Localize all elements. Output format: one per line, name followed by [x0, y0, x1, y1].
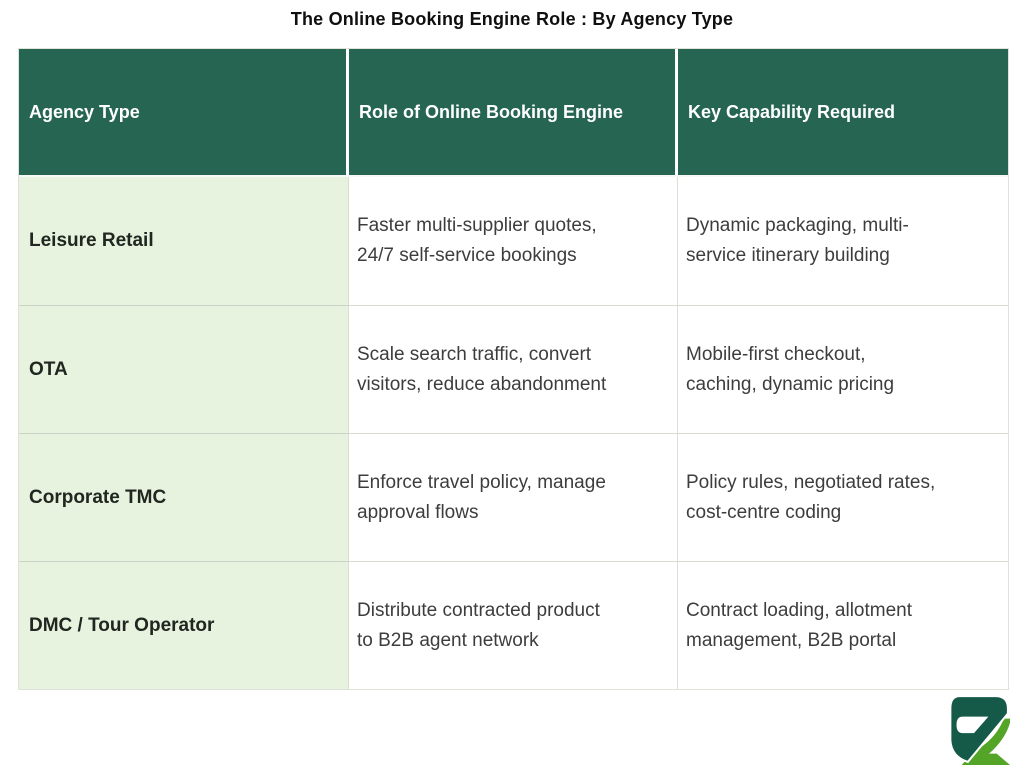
row2-capability-cell: Policy rules, negotiated rates, cost-cen… — [678, 433, 1008, 561]
cell-text: Scale search traffic, convert visitors, … — [357, 343, 607, 395]
row3-role-cell: Distribute contracted product to B2B age… — [349, 561, 678, 689]
header-label: Role of Online Booking Engine — [359, 101, 623, 122]
cell-text: Mobile-first checkout, caching, dynamic … — [686, 343, 895, 395]
row0-label-cell: Leisure Retail — [19, 177, 349, 305]
cell-text: Faster multi-supplier quotes, 24/7 self-… — [357, 215, 597, 266]
row0-capability-cell: Dynamic packaging, multi- service itiner… — [678, 177, 1008, 305]
row1-role-cell: Scale search traffic, convert visitors, … — [349, 305, 678, 433]
page-title: The Online Booking Engine Role : By Agen… — [290, 9, 734, 29]
cell-text: Contract loading, allotment management, … — [686, 599, 913, 651]
cell-text: Policy rules, negotiated rates, cost-cen… — [686, 471, 936, 523]
row2-role-cell: Enforce travel policy, manage approval f… — [349, 433, 678, 561]
row-label: Leisure Retail — [29, 230, 154, 251]
row0-role-cell: Faster multi-supplier quotes, 24/7 self-… — [349, 177, 678, 305]
header-cell-capability: Key Capability Required — [678, 49, 1008, 177]
agency-type-table: Agency Type Role of Online Booking Engin… — [18, 48, 1009, 690]
header-label: Key Capability Required — [688, 101, 896, 122]
row2-label-cell: Corporate TMC — [19, 433, 349, 561]
header-cell-agency-type: Agency Type — [19, 49, 349, 177]
cell-text: Distribute contracted product to B2B age… — [357, 599, 600, 651]
cell-text: Dynamic packaging, multi- service itiner… — [686, 215, 909, 266]
row1-label-cell: OTA — [19, 305, 349, 433]
header-cell-role: Role of Online Booking Engine — [349, 49, 678, 177]
header-label: Agency Type — [29, 101, 140, 122]
row-label: DMC / Tour Operator — [29, 614, 215, 636]
row3-capability-cell: Contract loading, allotment management, … — [678, 561, 1008, 689]
brand-z-logo-icon — [938, 694, 1010, 766]
cell-text: Enforce travel policy, manage approval f… — [357, 471, 606, 523]
row-label: Corporate TMC — [29, 486, 167, 508]
row1-capability-cell: Mobile-first checkout, caching, dynamic … — [678, 305, 1008, 433]
row3-label-cell: DMC / Tour Operator — [19, 561, 349, 689]
row-label: OTA — [29, 358, 68, 380]
